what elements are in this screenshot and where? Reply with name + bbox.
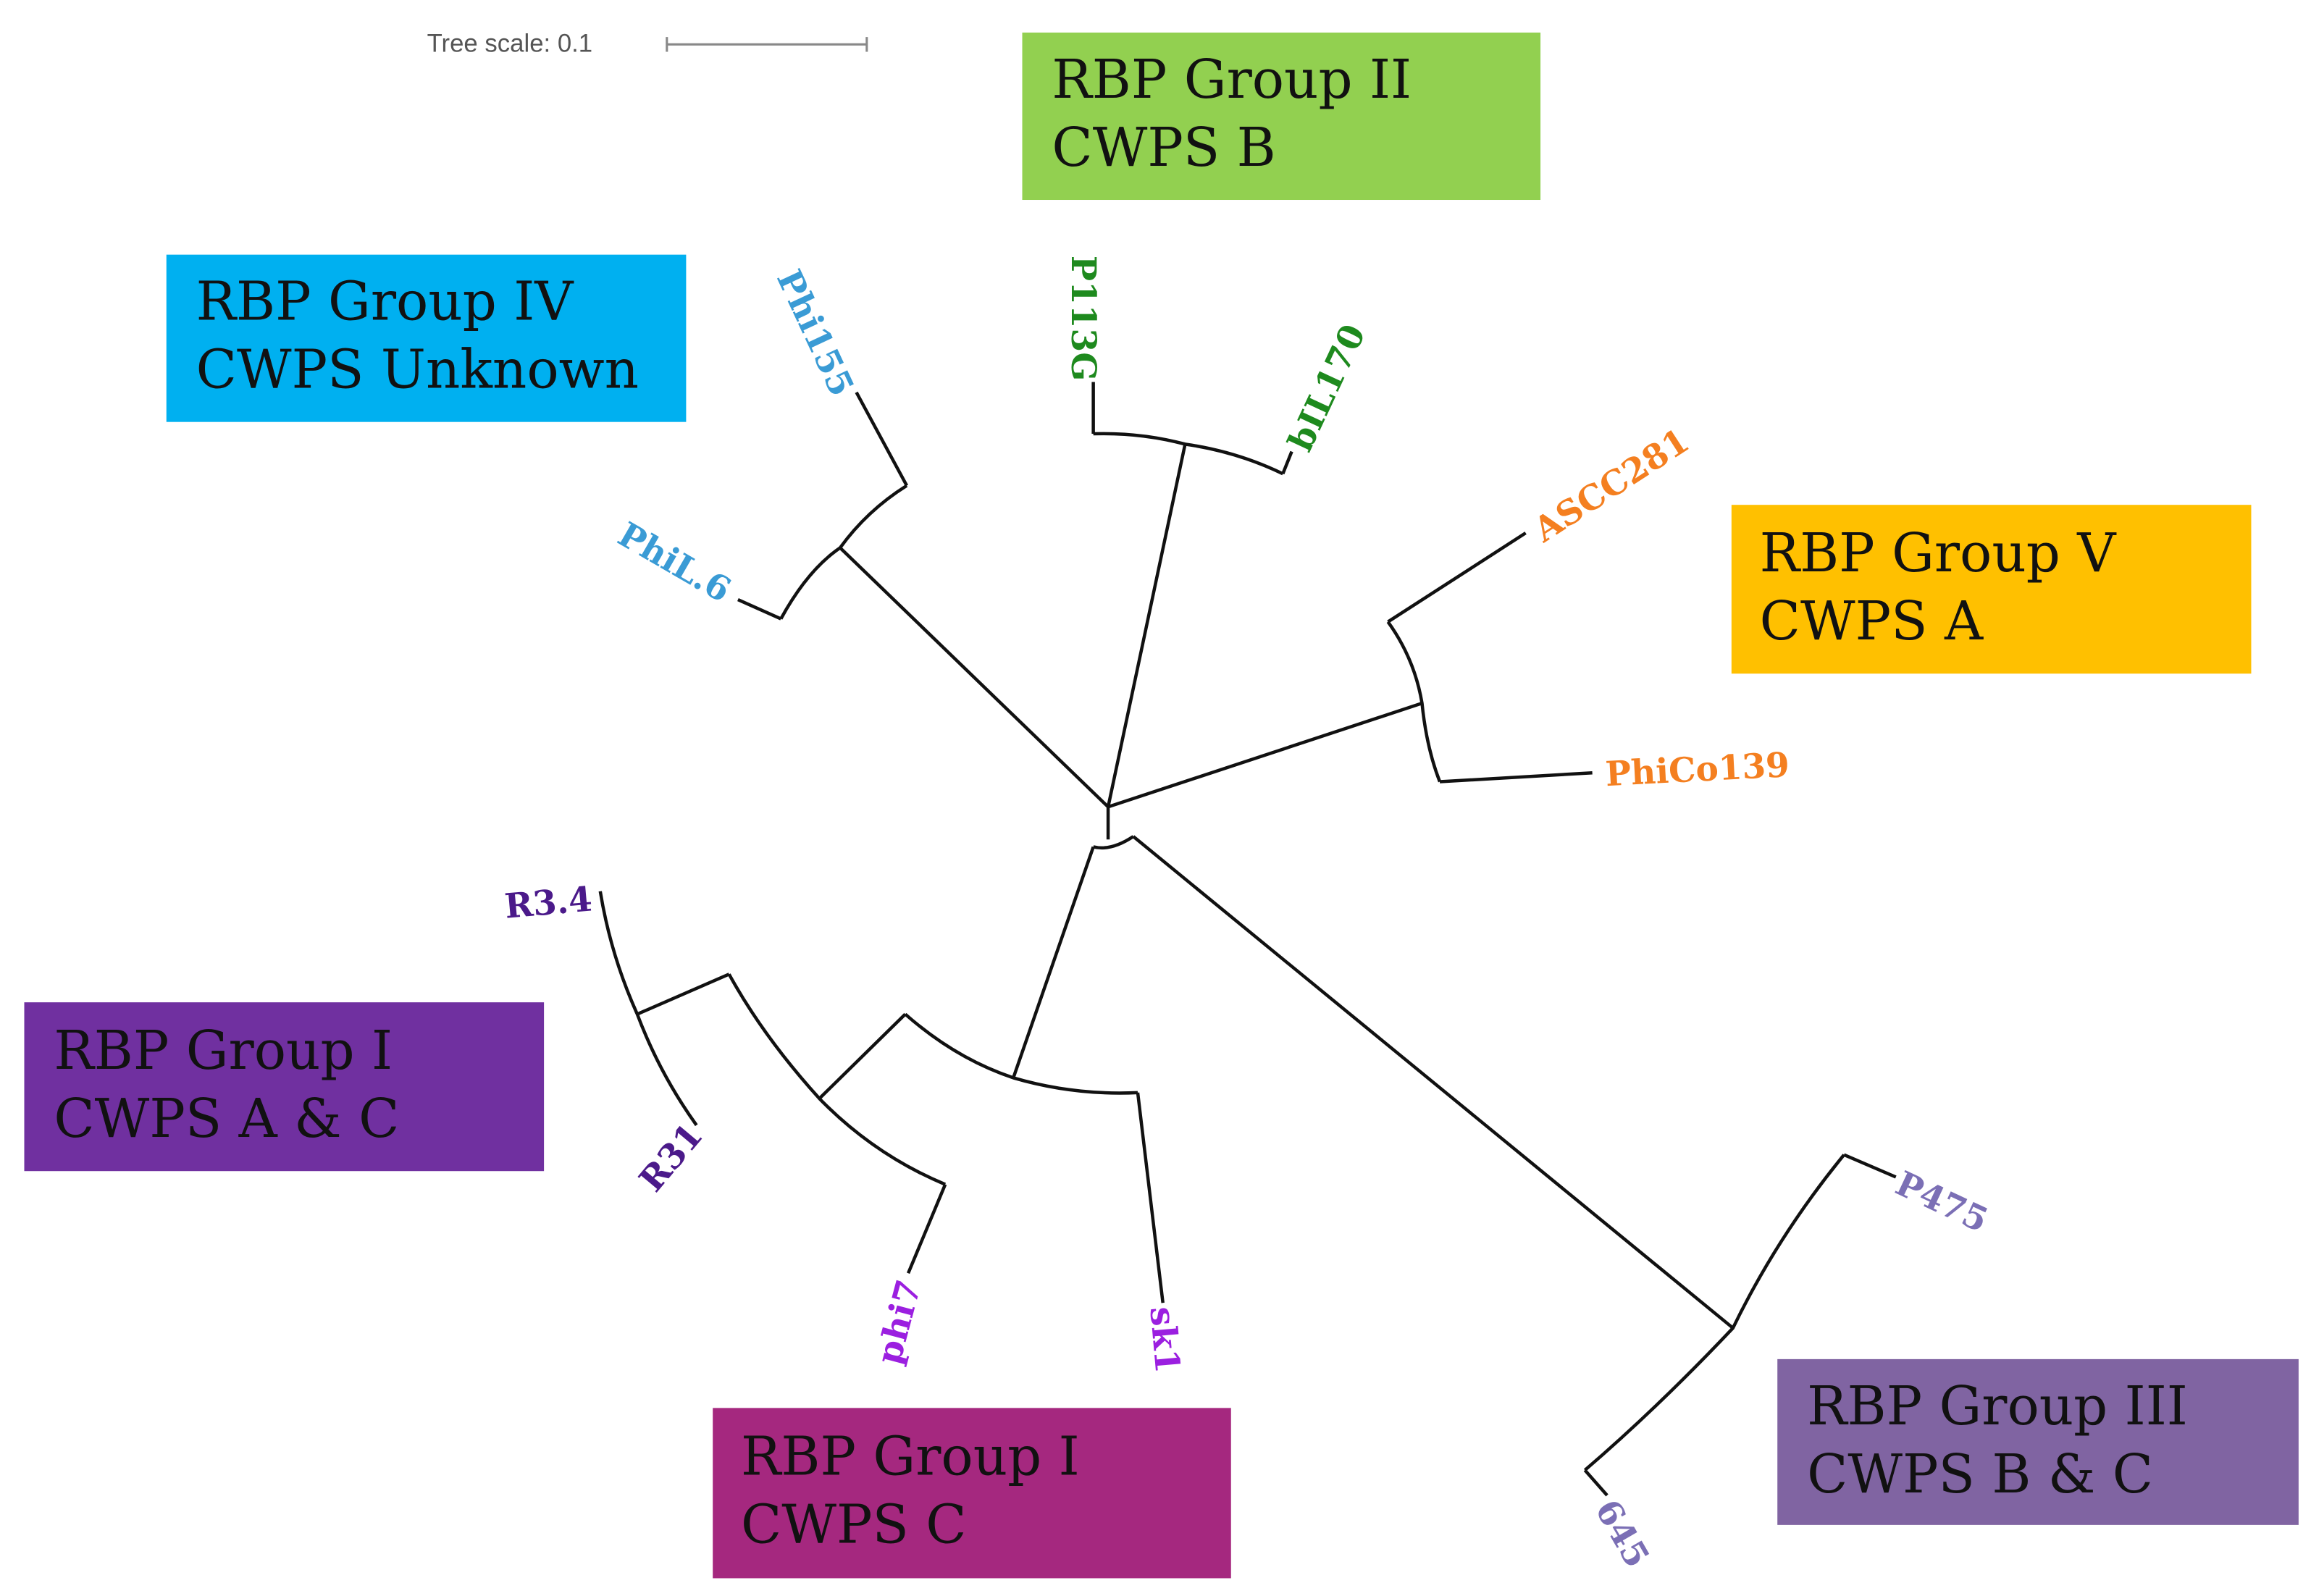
tree-scale: Tree scale: 0.1 (427, 30, 868, 58)
leaf-label-phil6: PhiL.6 (611, 515, 737, 610)
leaf-label-ascc281: ASCC281 (1526, 421, 1696, 550)
group-box-title: RBP Group I (741, 1426, 1080, 1487)
group-box-i-c: RBP Group I CWPS C (713, 1408, 1231, 1579)
leaf-labels: Phi155 PhiL.6 P113G bIL170 ASCC281 PhiCo… (503, 256, 1995, 1575)
leaf-label-p475: P475 (1890, 1164, 1994, 1240)
group-box-subtitle: CWPS Unknown (196, 340, 639, 401)
group-box-background (1777, 1358, 2299, 1525)
leaf-label-phi7: phi7 (869, 1276, 930, 1369)
leaf-label-p113g: P113G (1063, 256, 1103, 382)
group-box-iii: RBP Group III CWPS B & C (1777, 1358, 2299, 1525)
leaf-label-bil170: bIL170 (1280, 319, 1373, 458)
tree-branches (598, 382, 1897, 1497)
tree-scale-bar (666, 37, 868, 52)
branch-group-ii (1091, 382, 1293, 807)
leaf-label-r31: R31 (632, 1116, 710, 1199)
group-box-background (24, 1002, 545, 1172)
group-box-background (166, 254, 687, 422)
group-box-title: RBP Group IV (196, 272, 575, 333)
group-box-title: RBP Group II (1052, 49, 1412, 111)
leaf-label-r3-4: R3.4 (503, 879, 594, 926)
group-box-i-ac: RBP Group I CWPS A & C (24, 1002, 545, 1172)
group-box-title: RBP Group V (1760, 523, 2118, 584)
group-box-iv: RBP Group IV CWPS Unknown (166, 254, 687, 422)
branch-group-v (1107, 532, 1593, 809)
branch-inner (1093, 807, 1135, 850)
group-box-subtitle: CWPS A & C (54, 1088, 399, 1150)
group-box-background (1022, 32, 1541, 201)
group-box-title: RBP Group III (1807, 1376, 2188, 1437)
tree-scale-label: Tree scale: 0.1 (427, 30, 593, 58)
group-box-ii: RBP Group II CWPS B (1022, 32, 1541, 201)
group-box-subtitle: CWPS C (741, 1494, 967, 1555)
group-box-subtitle: CWPS B & C (1807, 1444, 2153, 1505)
leaf-label-sk1: sk1 (1141, 1305, 1187, 1374)
group-box-subtitle: CWPS B (1052, 117, 1275, 179)
leaf-label-phi155: Phi155 (768, 264, 861, 402)
group-box-title: RBP Group I (54, 1020, 393, 1082)
leaf-label-phico139: PhiCo139 (1604, 745, 1790, 794)
branch-group-i (598, 846, 1165, 1303)
group-box-subtitle: CWPS A (1760, 591, 1984, 652)
branch-group-iv (737, 391, 1110, 808)
branch-group-iii (1132, 835, 1897, 1497)
group-box-background (713, 1408, 1231, 1579)
leaf-label-645: 645 (1587, 1493, 1657, 1574)
group-box-v: RBP Group V CWPS A (1731, 505, 2252, 674)
group-box-background (1731, 505, 2252, 674)
